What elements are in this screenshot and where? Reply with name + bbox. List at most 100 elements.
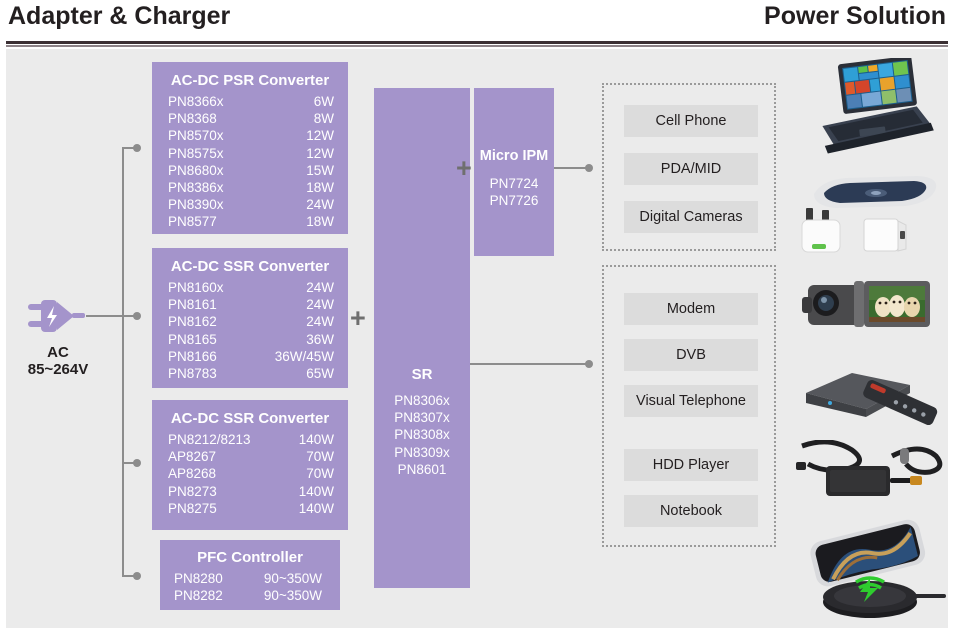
part-number: PN8273 bbox=[168, 483, 217, 499]
part-row: PN8309x bbox=[374, 444, 470, 461]
laptop-power-brick-image bbox=[796, 440, 943, 496]
part-row: PN8390x 24W bbox=[152, 196, 348, 213]
connector-dot-ssr2 bbox=[133, 459, 141, 467]
ac-plug-icon bbox=[28, 300, 85, 332]
part-wattage: 70W bbox=[306, 449, 334, 465]
part-number: PN8390x bbox=[168, 197, 224, 213]
part-wattage: 90~350W bbox=[263, 588, 322, 604]
application-digital-cameras[interactable]: Digital Cameras bbox=[624, 201, 758, 233]
part-row: PN7726 bbox=[474, 192, 554, 209]
part-wattage: 24W bbox=[306, 314, 334, 330]
part-wattage: 12W bbox=[306, 128, 334, 144]
part-wattage: 8W bbox=[313, 111, 334, 127]
wall-charger-image bbox=[801, 208, 841, 253]
page-header: Adapter & Charger Power Solution bbox=[0, 0, 954, 47]
part-number: PN8577 bbox=[168, 214, 217, 230]
page-title-right: Power Solution bbox=[764, 2, 946, 30]
part-number: PN8368 bbox=[168, 111, 217, 127]
application-notebook[interactable]: Notebook bbox=[624, 495, 758, 527]
part-wattage: 70W bbox=[306, 466, 334, 482]
application-group-consumer: Modem DVB Visual Telephone HDD Player No… bbox=[602, 265, 776, 547]
part-number: PN7724 bbox=[489, 176, 539, 191]
header-rule-secondary bbox=[6, 45, 948, 47]
part-row: PN8308x bbox=[374, 426, 470, 443]
part-wattage: 140W bbox=[298, 432, 334, 447]
connector-ipm-to-apps bbox=[554, 167, 592, 169]
part-number: PN8280 bbox=[174, 571, 223, 586]
usb-adapter-image bbox=[863, 218, 907, 252]
part-wattage: 24W bbox=[306, 197, 334, 213]
plus-operator-ipm: + bbox=[456, 153, 472, 183]
block-title: AC-DC SSR Converter bbox=[170, 410, 330, 427]
part-number: AP8268 bbox=[168, 466, 217, 482]
part-wattage: 140W bbox=[298, 483, 334, 499]
part-row: PN7724 bbox=[474, 175, 554, 192]
part-row: PN8275 140W bbox=[152, 500, 348, 517]
application-visual-telephone[interactable]: Visual Telephone bbox=[624, 385, 758, 417]
part-wattage: 12W bbox=[306, 145, 334, 161]
part-row: AP8267 70W bbox=[152, 448, 348, 465]
part-number: PN8680x bbox=[168, 162, 224, 178]
application-pda-mid[interactable]: PDA/MID bbox=[624, 153, 758, 185]
part-row: PN8306x bbox=[374, 392, 470, 409]
part-row: PN8570x 12W bbox=[152, 127, 348, 144]
part-wattage: 18W bbox=[306, 180, 334, 196]
application-hdd-player[interactable]: HDD Player bbox=[624, 449, 758, 481]
connector-dot-pfc bbox=[133, 572, 141, 580]
block-title: AC-DC PSR Converter bbox=[170, 72, 330, 89]
part-number: PN8307x bbox=[394, 410, 450, 426]
part-wattage: 18W bbox=[306, 214, 334, 230]
connector-branch-pfc bbox=[122, 575, 140, 577]
application-modem[interactable]: Modem bbox=[624, 293, 758, 325]
block-rows: PN8306x PN8307x PN8308x PN8309x PN8601 bbox=[374, 392, 470, 478]
part-number: PN8161 bbox=[168, 297, 217, 313]
block-sr[interactable]: SR PN8306x PN8307x PN8308x PN8309x PN860… bbox=[374, 88, 470, 588]
header-rule-primary bbox=[6, 41, 948, 44]
part-row: PN8280 90~350W bbox=[160, 570, 340, 587]
block-title: SR bbox=[411, 366, 433, 383]
part-number: PN8308x bbox=[394, 427, 450, 443]
part-number: PN8309x bbox=[394, 444, 450, 460]
connector-dot-psr bbox=[133, 144, 141, 152]
block-rows: PN7724 PN7726 bbox=[474, 175, 554, 209]
part-number: PN8570x bbox=[168, 128, 224, 144]
plus-operator-sr: + bbox=[350, 303, 366, 333]
part-wattage: 90~350W bbox=[263, 571, 322, 586]
part-number: PN8575x bbox=[168, 145, 224, 161]
part-wattage: 6W bbox=[313, 94, 334, 109]
connector-dot-ssr1 bbox=[133, 312, 141, 320]
part-wattage: 140W bbox=[298, 500, 334, 516]
connector-branch-psr bbox=[122, 147, 140, 149]
part-row: PN8577 18W bbox=[152, 213, 348, 230]
application-cell-phone[interactable]: Cell Phone bbox=[624, 105, 758, 137]
block-micro-ipm[interactable]: Micro IPM PN7724 PN7726 bbox=[474, 88, 554, 256]
wireless-charging-pad-image bbox=[810, 519, 946, 618]
application-group-portable: Cell Phone PDA/MID Digital Cameras bbox=[602, 83, 776, 251]
part-number: PN8306x bbox=[394, 393, 450, 408]
camcorder-image bbox=[802, 281, 930, 327]
part-number: PN8275 bbox=[168, 500, 217, 516]
part-number: AP8267 bbox=[168, 449, 217, 465]
connector-branch-ssr2 bbox=[122, 462, 140, 464]
connector-source-stem bbox=[86, 315, 124, 317]
ac-label-line1: AC bbox=[47, 344, 69, 361]
connector-dot-apps-group2 bbox=[585, 360, 593, 368]
part-row: PN8601 bbox=[374, 461, 470, 478]
tablet-laptop-image bbox=[822, 58, 934, 154]
application-dvb[interactable]: DVB bbox=[624, 339, 758, 371]
part-wattage: 36W/45W bbox=[274, 348, 334, 364]
smartphone-image bbox=[814, 176, 937, 208]
